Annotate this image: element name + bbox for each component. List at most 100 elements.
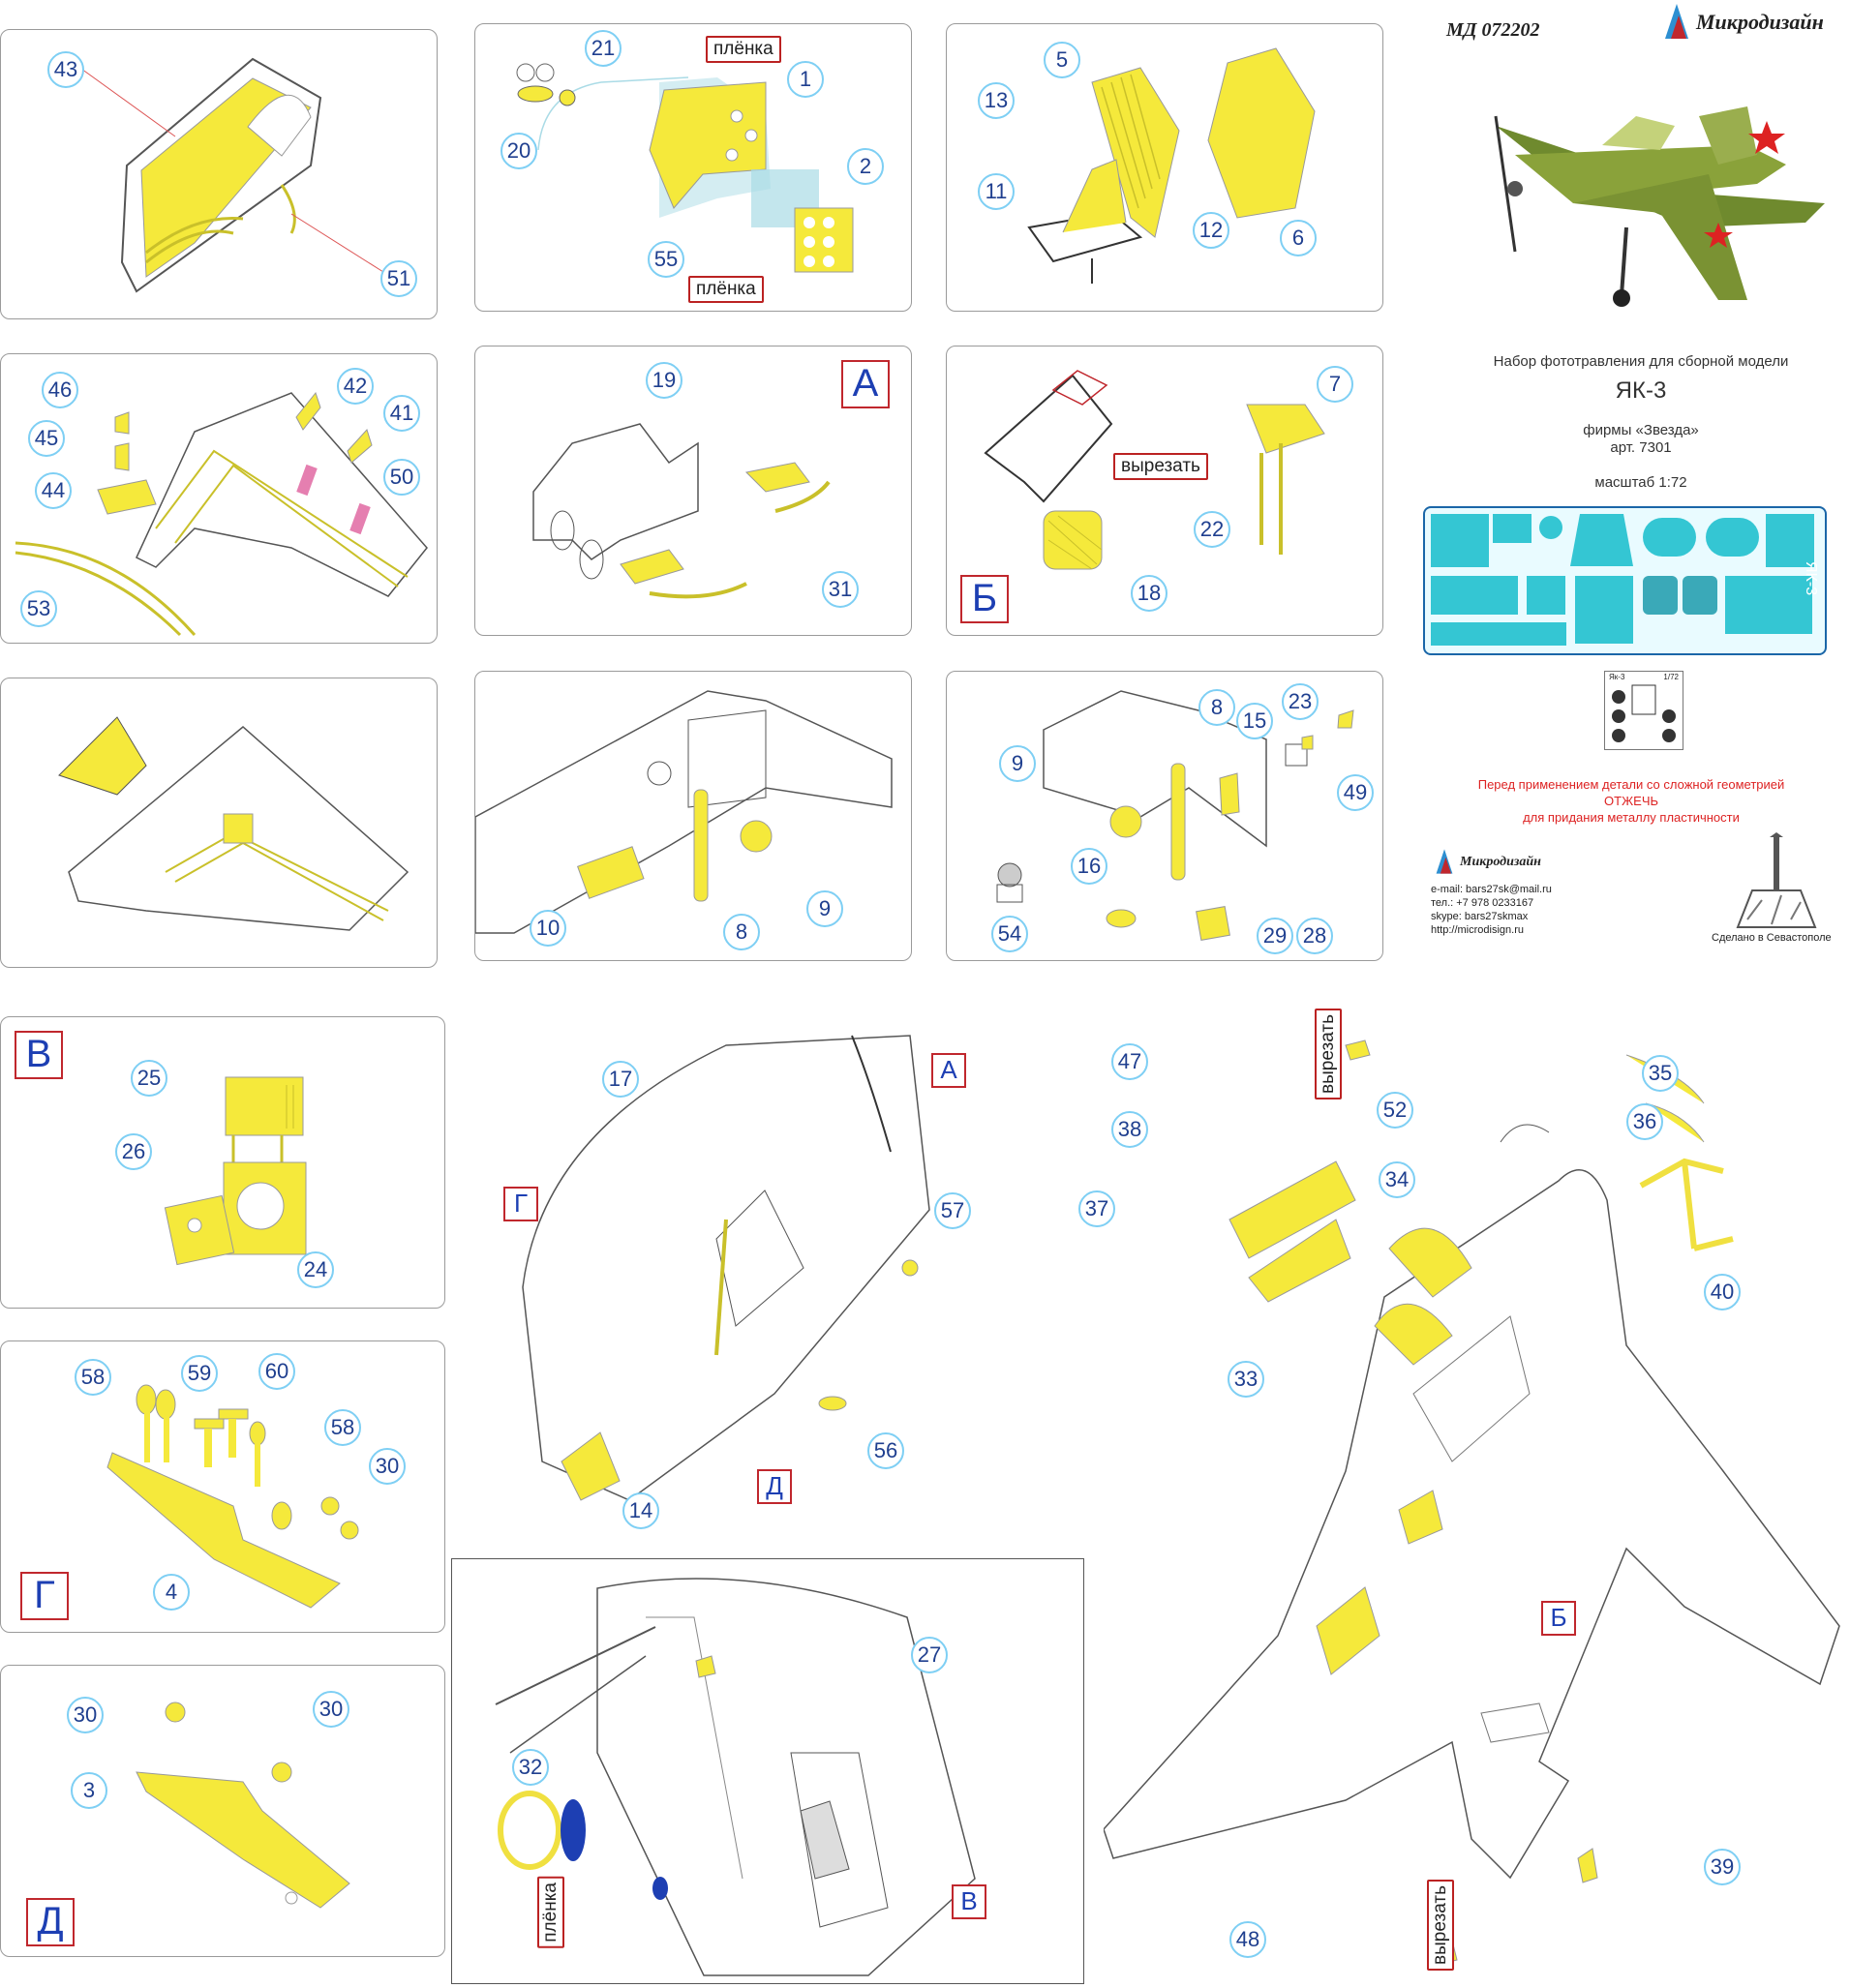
callout-1: 1 [787,61,824,98]
contact-phone: тел.: +7 978 0233167 [1431,897,1534,909]
callout-29: 29 [1257,918,1293,954]
info-scale: масштаб 1:72 [1594,474,1687,491]
info-kit-description: Набор фототравления для сборной модели [1493,353,1789,370]
callout-30: 30 [369,1448,406,1485]
marker-b: Б [1541,1601,1576,1636]
mask-scale: 1/72 [1663,673,1679,681]
callout-12: 12 [1193,212,1229,249]
callout-9-b: 9 [999,745,1036,782]
cut-tag-tail: вырезать [1427,1880,1454,1971]
callout-6: 6 [1280,220,1317,256]
callout-48: 48 [1229,1921,1266,1958]
callout-46: 46 [42,372,78,408]
marker-a: А [931,1053,966,1088]
panel-floor: 46 45 44 42 41 50 53 [0,353,438,644]
callout-30-b: 30 [67,1697,104,1733]
callout-18: 18 [1131,575,1168,612]
cut-tag-wing: вырезать [1315,1009,1342,1099]
callout-36: 36 [1626,1103,1663,1140]
panel-engine-cowl: плёнка 32 27 В [451,1558,1084,1984]
cut-tag-b: вырезать [1113,453,1208,480]
callout-2: 2 [847,148,884,185]
callout-39: 39 [1704,1849,1741,1885]
callout-21: 21 [585,30,622,67]
made-in: Сделано в Севастополе [1712,932,1832,944]
callout-59: 59 [181,1355,218,1392]
callout-33: 33 [1228,1361,1264,1398]
film-tag-top: плёнка [706,36,781,63]
callout-53: 53 [20,590,57,627]
photo-etch-fret: ЯК-3 [1423,506,1827,655]
callout-8-b: 8 [1198,689,1235,726]
callout-60: 60 [258,1353,295,1390]
callout-28: 28 [1296,918,1333,954]
callout-42: 42 [337,368,374,405]
callout-22: 22 [1194,511,1230,548]
callout-10: 10 [530,910,566,947]
callout-25: 25 [131,1060,167,1097]
contact-url[interactable]: http://microdisign.ru [1431,924,1524,936]
callout-58-b: 58 [324,1409,361,1446]
brand-logo [1657,2,1696,45]
callout-50: 50 [383,459,420,496]
marker-v: В [952,1884,986,1919]
panel-hydraulics-left: 10 8 9 [474,671,912,961]
section-label-d: Д [26,1898,75,1946]
fret-label: ЯК-3 [1803,561,1819,595]
callout-13: 13 [978,82,1015,119]
film-tag-bottom: плёнка [688,276,764,303]
callout-56: 56 [867,1432,904,1469]
film-tag-cowl: плёнка [537,1877,564,1948]
callout-57: 57 [934,1192,971,1229]
monument-illustration [1733,832,1820,934]
callout-4: 4 [153,1574,190,1611]
aircraft-illustration [1457,58,1835,315]
brand-name: Микродизайн [1696,10,1824,34]
callout-51: 51 [380,260,417,297]
section-label-a: А [841,360,890,408]
marker-d: Д [757,1469,792,1504]
callout-31: 31 [822,571,859,608]
callout-52: 52 [1377,1092,1413,1129]
callout-5: 5 [1044,42,1080,78]
callout-40: 40 [1704,1274,1741,1310]
callout-34: 34 [1379,1161,1415,1198]
panel-cockpit-wall: 43 51 [0,29,438,319]
section-label-g: Г [20,1572,69,1620]
callout-30-c: 30 [313,1691,349,1728]
callout-58: 58 [75,1359,111,1396]
contact-logo [1431,848,1458,880]
callout-15: 15 [1236,703,1273,739]
panel-seat: 5 13 11 12 6 [946,23,1383,312]
callout-32: 32 [512,1749,549,1786]
callout-17: 17 [602,1061,639,1098]
callout-49: 49 [1337,774,1374,811]
callout-9: 9 [806,890,843,927]
callout-37: 37 [1078,1190,1115,1227]
panel-section-v: В 25 26 24 [0,1016,445,1309]
callout-19: 19 [646,362,682,399]
callout-45: 45 [28,420,65,457]
callout-44: 44 [35,472,72,509]
paint-mask-sheet: Як-3 1/72 [1604,671,1683,750]
callout-14: 14 [622,1492,659,1529]
kit-code: МД 072202 [1446,19,1540,41]
callout-35: 35 [1642,1055,1679,1092]
callout-27: 27 [911,1637,948,1673]
warning-line-2: ОТЖЕЧЬ [1603,794,1659,808]
callout-47: 47 [1111,1043,1148,1080]
marker-g: Г [503,1187,538,1221]
fuselage-drawing-center [484,1016,997,1558]
panel-hydraulics-right: 8 23 15 9 49 16 54 29 28 [946,671,1383,961]
panel-panel-b: вырезать Б 7 22 18 [946,346,1383,636]
warning-line-1: Перед применением детали со сложной геом… [1477,777,1785,792]
callout-20: 20 [500,133,537,169]
warning-line-3: для придания металлу пластичности [1523,810,1740,825]
contact-brand: Микродизайн [1460,855,1541,869]
info-model-name: ЯК-3 [1615,377,1667,404]
contact-skype: skype: bars27skmax [1431,911,1529,922]
callout-38: 38 [1111,1111,1148,1148]
panel-section-g: Г 58 59 60 58 30 4 [0,1340,445,1633]
callout-41: 41 [383,395,420,432]
panel-rudder-pedals: А 19 31 [474,346,912,636]
